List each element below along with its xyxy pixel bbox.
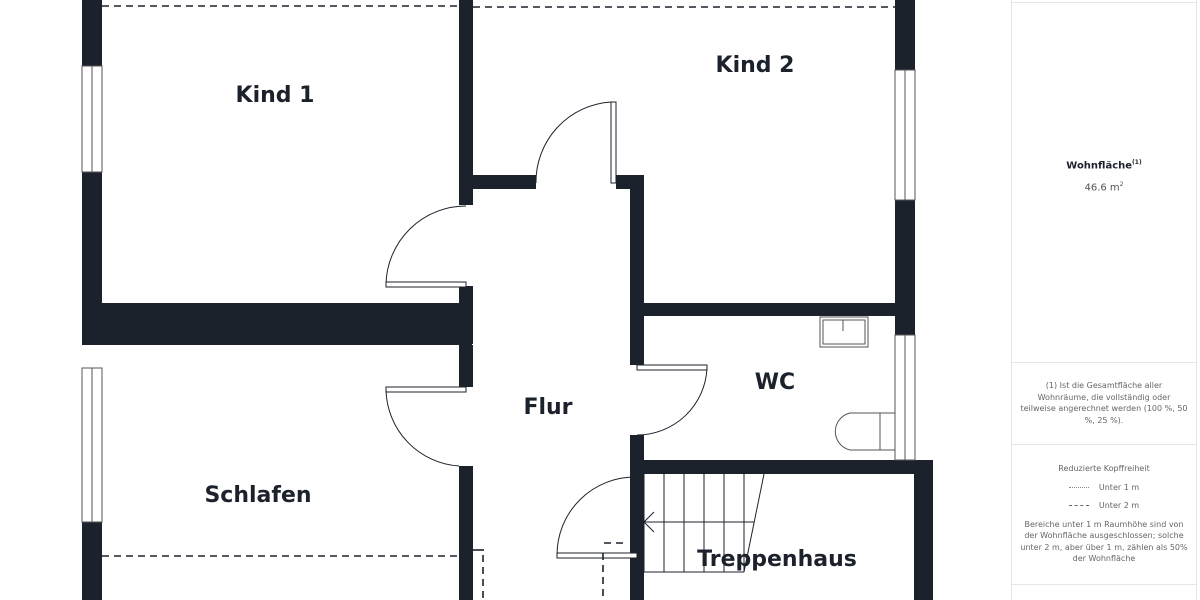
living-area-title: Wohnfläche(1) — [1066, 159, 1142, 172]
footnote-marker: (1) — [1132, 159, 1142, 166]
toilet-icon — [834, 412, 896, 451]
legend-item-under-2m: Unter 2 m — [1018, 500, 1190, 512]
bottom-panel — [1012, 584, 1196, 600]
doors — [385, 101, 708, 559]
dashed-line-icon — [1068, 505, 1089, 507]
windows — [81, 65, 916, 523]
legend-item-under-1m: Unter 1 m — [1018, 482, 1190, 494]
living-area-value: 46.6 m2 — [1084, 181, 1124, 194]
footnote-text: (1) Ist die Gesamtfläche aller Wohnräume… — [1020, 381, 1188, 425]
room-label-treppenhaus: Treppenhaus — [697, 547, 857, 572]
headroom-legend-panel: Reduzierte Kopffreiheit Unter 1 m Unter … — [1012, 444, 1196, 584]
footnote-panel: (1) Ist die Gesamtfläche aller Wohnräume… — [1012, 362, 1196, 444]
living-area-panel: Wohnfläche(1) 46.6 m2 — [1012, 2, 1196, 362]
fixtures — [819, 316, 896, 451]
room-label-flur: Flur — [523, 395, 572, 420]
room-label-schlafen: Schlafen — [204, 483, 311, 508]
floor-plan: Kind 1 Kind 2 Flur WC Schlafen Treppenha… — [81, 0, 933, 600]
room-label-kind2: Kind 2 — [716, 53, 795, 78]
room-label-kind1: Kind 1 — [236, 83, 315, 108]
room-labels: Kind 1 Kind 2 Flur WC Schlafen Treppenha… — [204, 53, 856, 572]
stairs — [643, 473, 765, 573]
info-sidebar: Wohnfläche(1) 46.6 m2 (1) Ist die Gesamt… — [1011, 0, 1197, 600]
stair-direction-arrow-icon — [643, 511, 655, 533]
legend-description: Bereiche unter 1 m Raumhöhe sind von der… — [1020, 519, 1188, 564]
headroom-lines — [102, 5, 895, 600]
legend-title: Reduzierte Kopffreiheit — [1058, 464, 1150, 473]
dotted-line-icon — [1068, 486, 1089, 488]
walls — [82, 0, 933, 600]
room-label-wc: WC — [755, 370, 795, 395]
sink-icon — [819, 316, 869, 348]
